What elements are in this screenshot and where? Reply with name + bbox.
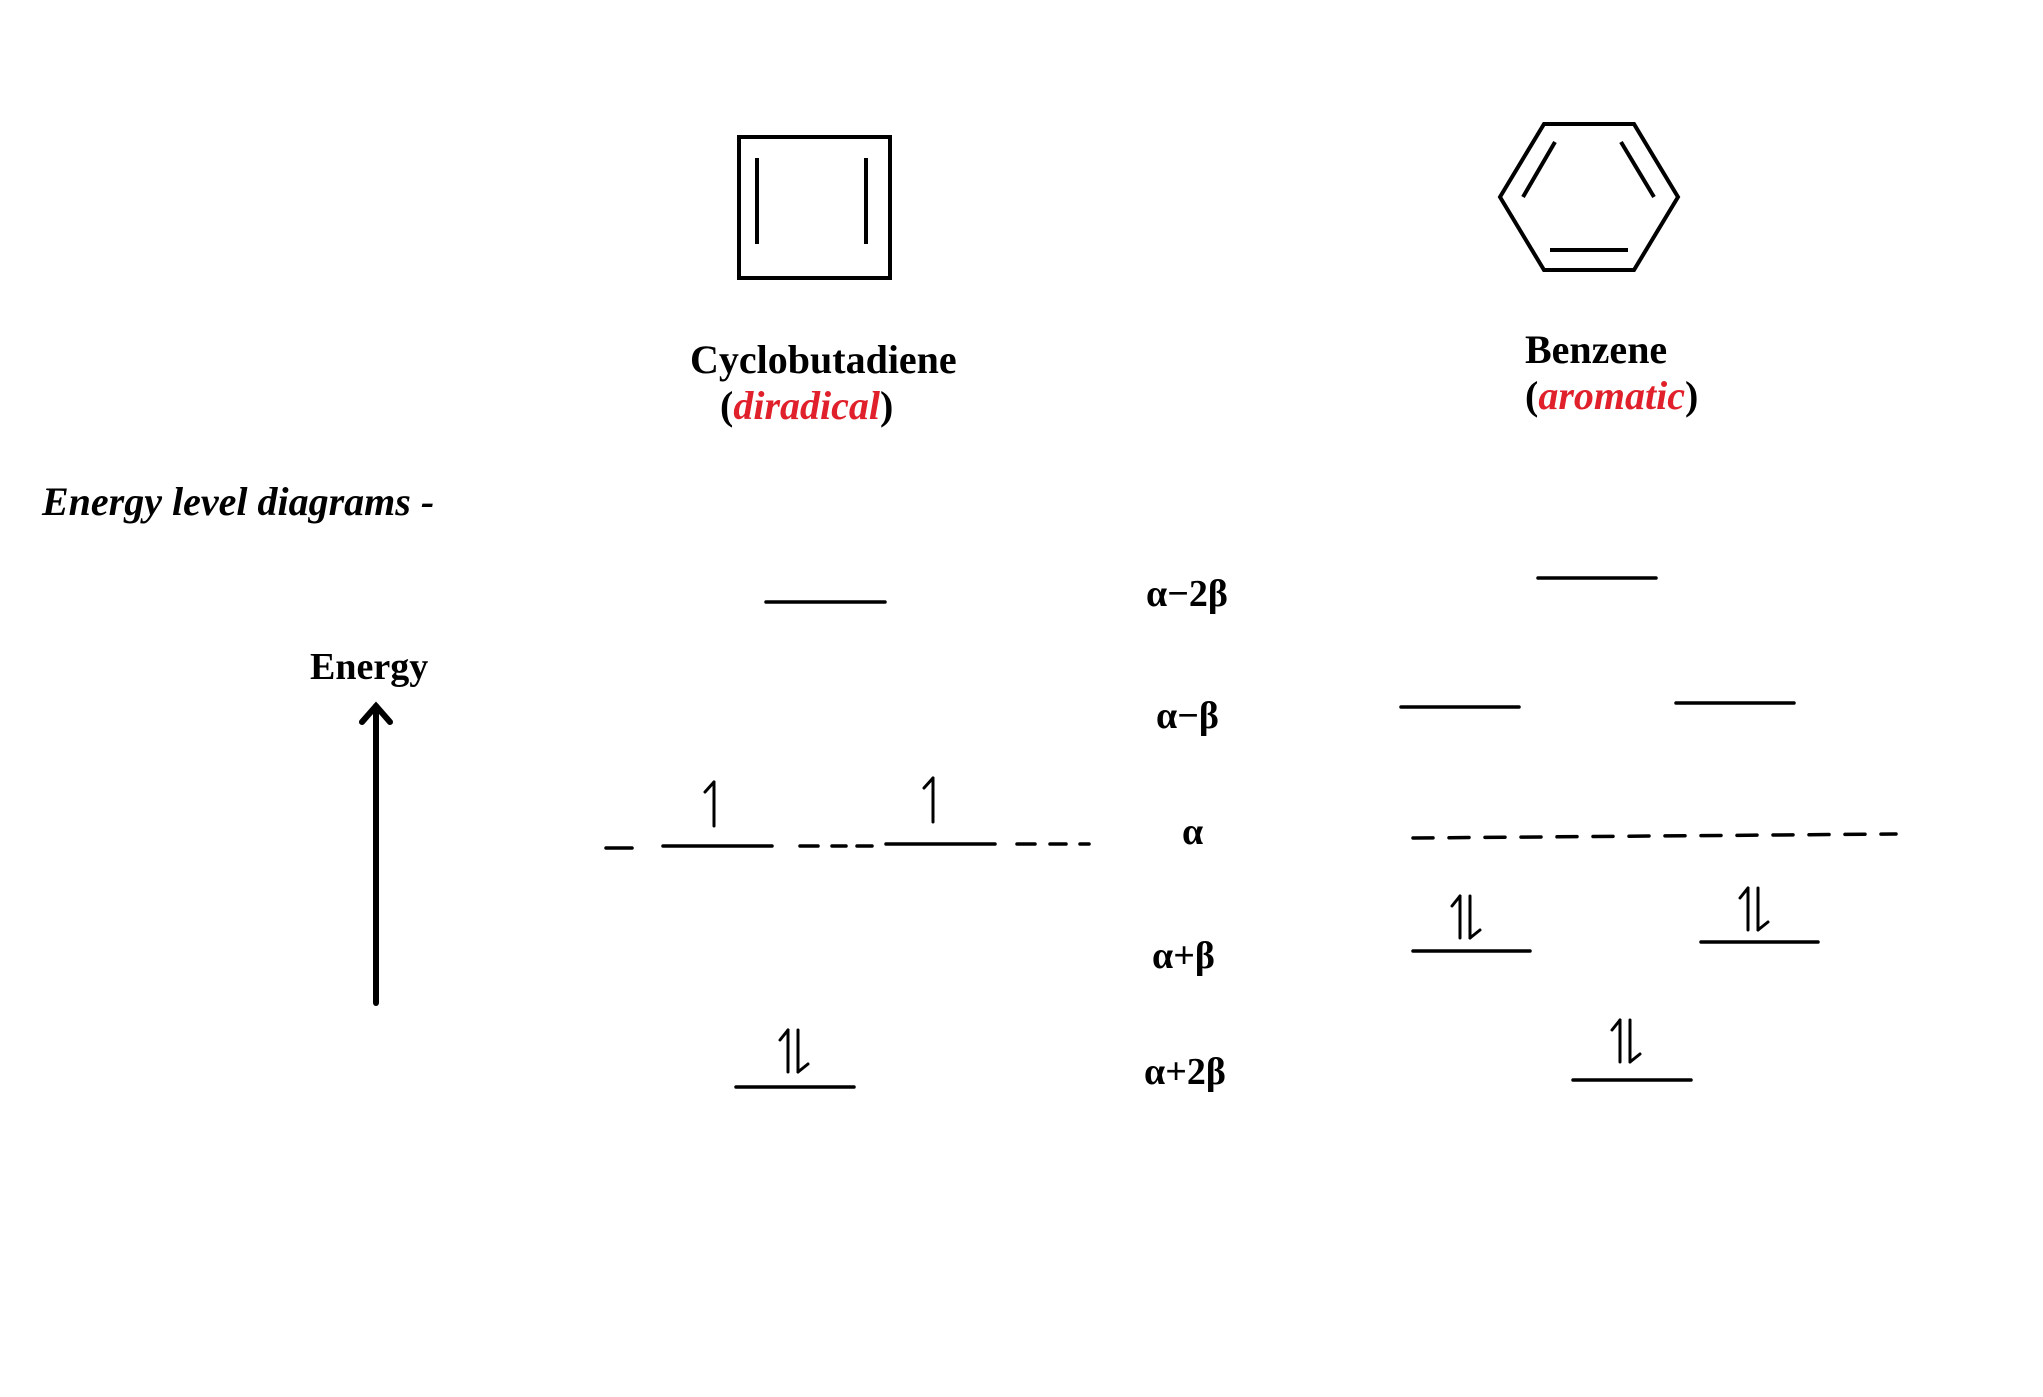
section-heading: Energy level diagrams - bbox=[42, 479, 435, 524]
bz-electrons bbox=[1450, 886, 1770, 1064]
paired-arrows-icon bbox=[1738, 886, 1770, 932]
paired-arrows-icon bbox=[1610, 1018, 1642, 1064]
benzene-name: Benzene bbox=[1525, 327, 1668, 372]
benzene-structure bbox=[1497, 122, 1681, 272]
up-arrow-icon bbox=[922, 776, 935, 824]
cyclobutadiene-label: Cyclobutadiene (diradical) bbox=[690, 337, 957, 429]
level-label-alpha-minus-beta: α−β bbox=[1156, 695, 1219, 737]
cyclobutadiene-mo-levels bbox=[604, 600, 1091, 1089]
energy-axis-label: Energy bbox=[310, 646, 429, 688]
cyclobutadiene-type-line: (diradical) bbox=[720, 383, 894, 428]
energy-axis-arrow bbox=[359, 701, 393, 1006]
paired-arrows-icon bbox=[778, 1028, 810, 1074]
benzene-type: aromatic bbox=[1538, 373, 1685, 418]
benzene-type-line: (aromatic) bbox=[1525, 373, 1699, 418]
level-label-alpha-minus-2beta: α−2β bbox=[1146, 573, 1228, 615]
cyclobutadiene-structure bbox=[737, 135, 892, 280]
paired-arrows-icon bbox=[1450, 894, 1482, 940]
cbd-electrons bbox=[703, 776, 935, 1074]
benzene-label: Benzene (aromatic) bbox=[1525, 327, 1698, 419]
up-arrow-icon bbox=[703, 780, 716, 828]
level-label-alpha: α bbox=[1182, 811, 1204, 853]
level-label-alpha-plus-2beta: α+2β bbox=[1144, 1051, 1226, 1093]
benzene-mo-levels bbox=[1399, 576, 1898, 1082]
cyclobutadiene-type: diradical bbox=[733, 383, 880, 428]
level-label-alpha-plus-beta: α+β bbox=[1152, 935, 1215, 977]
cyclobutadiene-name: Cyclobutadiene bbox=[690, 337, 957, 382]
bz-alpha-dash bbox=[1411, 832, 1898, 840]
